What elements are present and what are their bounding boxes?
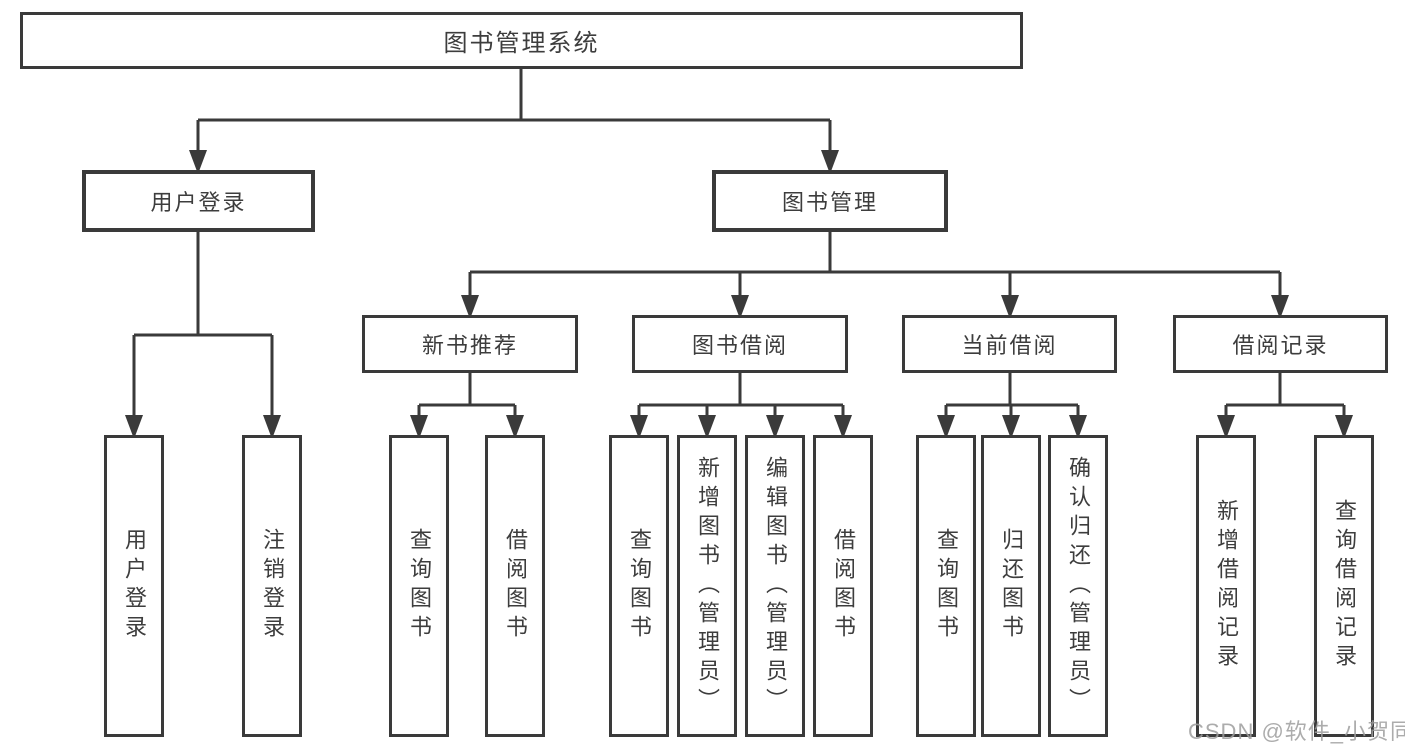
node-user-login: 用户登录 xyxy=(82,170,315,232)
arrowhead-icon xyxy=(125,415,143,439)
arrowhead-icon xyxy=(1335,415,1353,439)
arrowhead-icon xyxy=(937,415,955,439)
arrowhead-icon xyxy=(698,415,716,439)
arrowhead-icon xyxy=(766,415,784,439)
leaf-logout: 注销登录 xyxy=(242,435,302,737)
leaf-borrow-books: 借阅图书 xyxy=(813,435,873,737)
arrowhead-icon xyxy=(821,150,839,174)
node-root: 图书管理系统 xyxy=(20,12,1023,69)
leaf-add-books-admin: 新增图书（管理员） xyxy=(677,435,737,737)
leaf-query-books-recommend: 查询图书 xyxy=(389,435,449,737)
leaf-query-books-current: 查询图书 xyxy=(916,435,976,737)
leaf-return-books: 归还图书 xyxy=(981,435,1041,737)
arrowhead-icon xyxy=(461,295,479,319)
arrowhead-icon xyxy=(506,415,524,439)
watermark: CSDN @软件_小贺同学 xyxy=(1188,719,1405,744)
arrowhead-icon xyxy=(834,415,852,439)
arrowhead-icon xyxy=(410,415,428,439)
leaf-query-borrow-record: 查询借阅记录 xyxy=(1314,435,1374,737)
node-book-management: 图书管理 xyxy=(712,170,948,232)
node-book-borrow: 图书借阅 xyxy=(632,315,848,373)
arrowhead-icon xyxy=(630,415,648,439)
leaf-confirm-return-admin: 确认归还（管理员） xyxy=(1048,435,1108,737)
node-new-book-recommend: 新书推荐 xyxy=(362,315,578,373)
arrowhead-icon xyxy=(731,295,749,319)
arrowhead-icon xyxy=(1002,415,1020,439)
leaf-user-login: 用户登录 xyxy=(104,435,164,737)
leaf-borrow-books-recommend: 借阅图书 xyxy=(485,435,545,737)
node-current-borrow: 当前借阅 xyxy=(902,315,1117,373)
arrowhead-icon xyxy=(1069,415,1087,439)
arrowhead-icon xyxy=(1001,295,1019,319)
arrowhead-icon xyxy=(263,415,281,439)
node-borrow-records: 借阅记录 xyxy=(1173,315,1388,373)
arrowhead-icon xyxy=(189,150,207,174)
arrowhead-icon xyxy=(1271,295,1289,319)
leaf-edit-books-admin: 编辑图书（管理员） xyxy=(745,435,805,737)
arrowhead-icon xyxy=(1217,415,1235,439)
leaf-query-books-borrow: 查询图书 xyxy=(609,435,669,737)
leaf-add-borrow-record: 新增借阅记录 xyxy=(1196,435,1256,737)
